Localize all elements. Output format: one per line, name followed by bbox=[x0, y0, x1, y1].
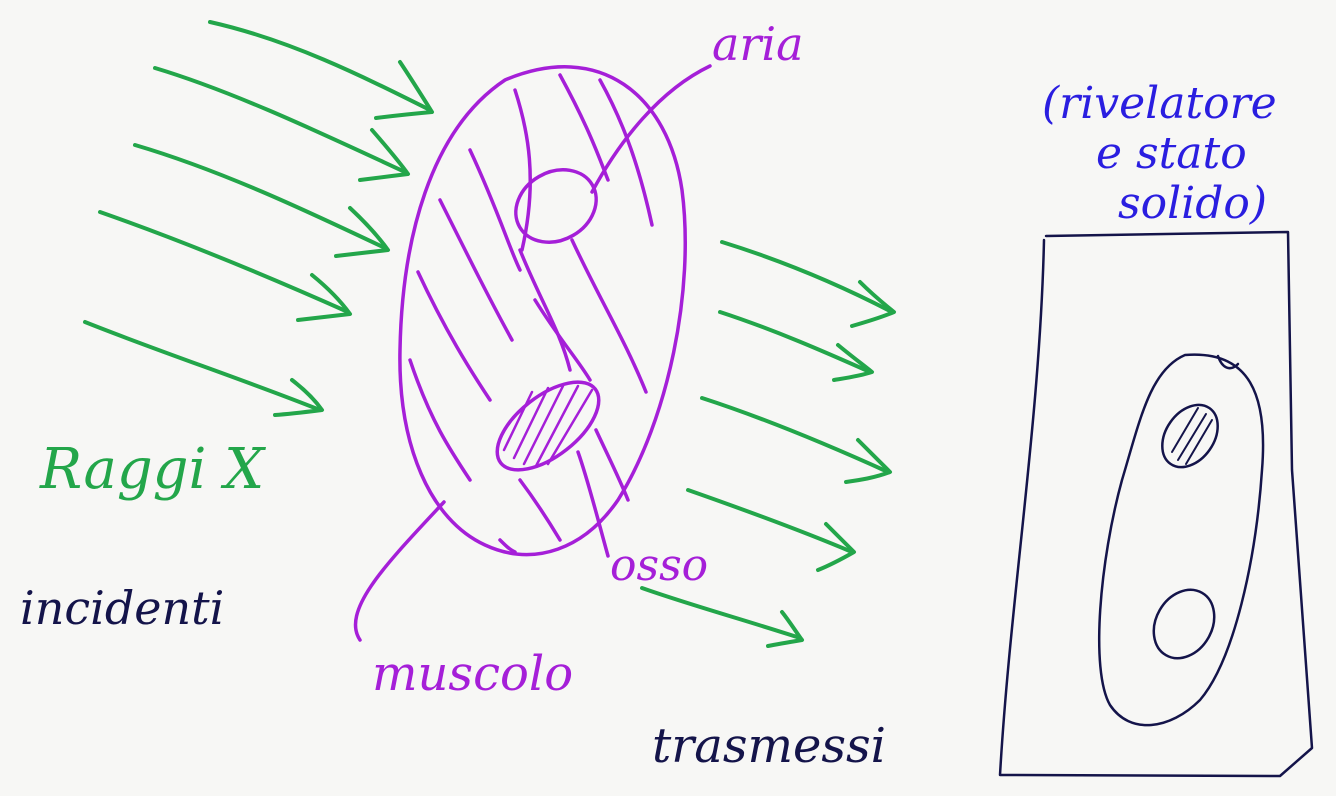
bone-hatching bbox=[502, 384, 594, 468]
detector-frame bbox=[998, 230, 1314, 778]
bone-label: osso bbox=[610, 540, 708, 591]
air-leader-line bbox=[590, 64, 712, 194]
detector-small-loop bbox=[1216, 354, 1240, 370]
detector-bone-image bbox=[1161, 403, 1219, 469]
muscle-hatching bbox=[408, 73, 654, 554]
detector-caption-line-3: solido) bbox=[1118, 178, 1267, 229]
incident-xray-arrows bbox=[83, 20, 434, 417]
air-label: aria bbox=[712, 17, 804, 71]
body-outline bbox=[398, 65, 687, 557]
bone-section bbox=[495, 380, 601, 472]
transmitted-xray-arrows bbox=[640, 240, 896, 648]
transmitted-arrow bbox=[640, 586, 804, 648]
incident-arrow bbox=[133, 143, 390, 258]
transmitted-label: trasmessi bbox=[652, 718, 886, 774]
incident-arrow bbox=[153, 66, 410, 182]
muscle-label: muscolo bbox=[372, 646, 573, 702]
air-cavity bbox=[514, 168, 598, 244]
transmitted-arrow bbox=[718, 310, 874, 382]
solid-state-detector bbox=[998, 230, 1314, 778]
detector-bone-hatching bbox=[1171, 407, 1213, 465]
incident-label: incidenti bbox=[20, 581, 224, 635]
detector-caption-line-1: (rivelatore bbox=[1042, 78, 1277, 129]
xray-label: Raggi X bbox=[39, 437, 266, 502]
body-cross-section bbox=[353, 64, 712, 642]
detector-caption-line-2: e stato bbox=[1096, 128, 1247, 179]
detector-caption: (rivelatore e stato solido) bbox=[1042, 78, 1277, 229]
transmitted-arrow bbox=[720, 240, 896, 328]
transmitted-arrow bbox=[700, 396, 892, 484]
detector-air-image bbox=[1152, 588, 1216, 660]
bone-leader-line bbox=[576, 450, 610, 558]
muscle-leader-line bbox=[353, 500, 446, 642]
incident-arrow bbox=[83, 320, 324, 417]
transmitted-arrow bbox=[686, 488, 856, 572]
incident-arrow bbox=[208, 20, 434, 120]
detector-body-image bbox=[1097, 353, 1265, 727]
incident-arrow bbox=[98, 210, 352, 322]
